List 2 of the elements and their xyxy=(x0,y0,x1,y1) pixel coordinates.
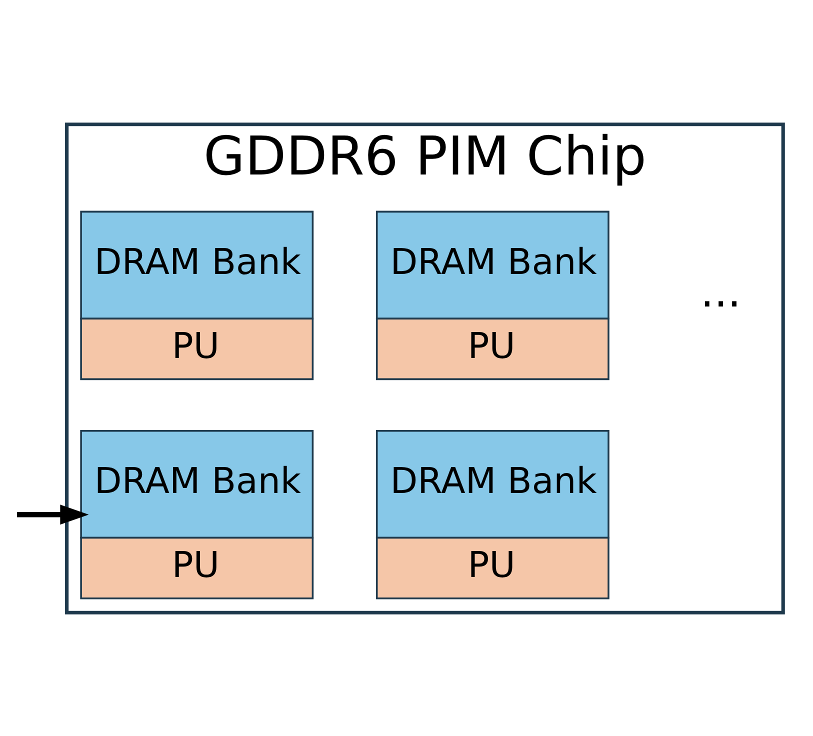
label: ... xyxy=(700,266,742,317)
arrow xyxy=(17,504,89,524)
